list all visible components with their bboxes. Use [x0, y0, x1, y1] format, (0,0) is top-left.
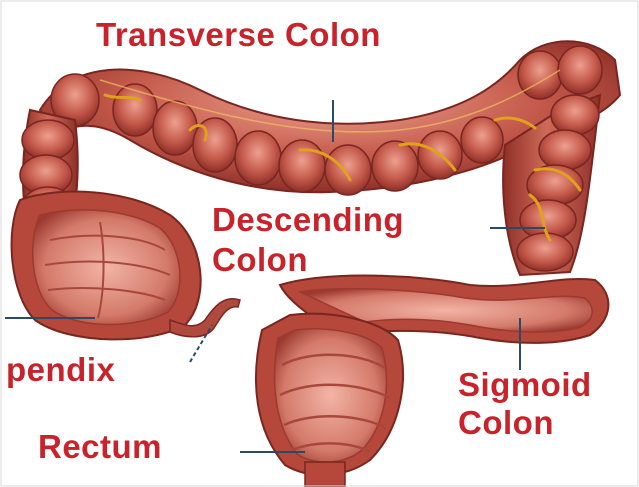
label-appendix: pendix: [6, 353, 115, 386]
label-sigmoid-line2: Colon: [458, 404, 592, 442]
label-descending-colon: Descending Colon: [212, 200, 404, 280]
anal-canal: [305, 462, 345, 487]
label-transverse-colon: Transverse Colon: [96, 18, 381, 51]
label-descending-line2: Colon: [212, 240, 404, 280]
label-descending-line1: Descending: [212, 200, 404, 240]
label-sigmoid-colon: Sigmoid Colon: [458, 366, 592, 442]
label-rectum: Rectum: [38, 430, 162, 463]
label-sigmoid-line1: Sigmoid: [458, 366, 592, 404]
